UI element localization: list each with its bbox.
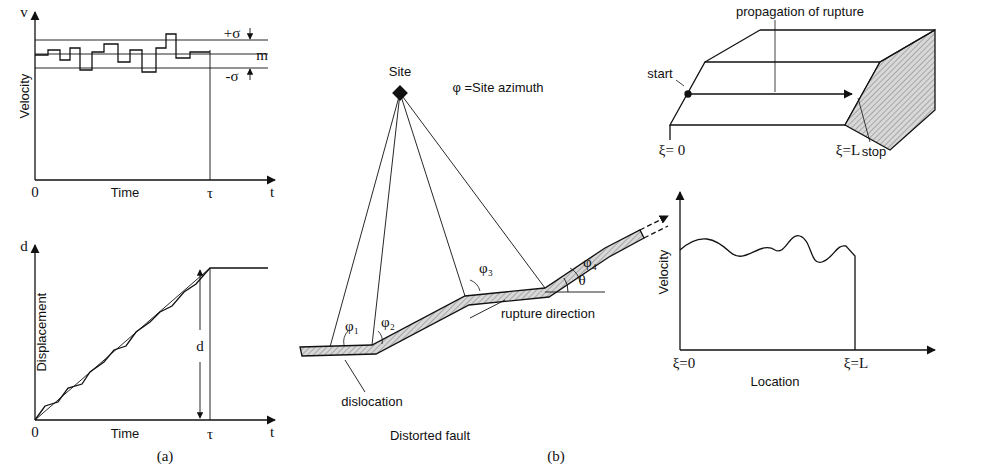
mean-label: m [256, 47, 268, 64]
figure-caption: Distorted fault [390, 429, 470, 443]
axis-label: t [270, 184, 274, 201]
position-label: ξ= 0 [659, 142, 685, 159]
legend-note: φ =Site azimuth [452, 81, 543, 95]
position-label: ξ=0 [673, 355, 696, 372]
site-label: Site [389, 65, 411, 79]
angle-label: θ [578, 272, 585, 289]
callout-text: dislocation [341, 395, 402, 409]
tau-label: τ [207, 426, 213, 443]
axis-label: d [20, 238, 28, 255]
axis-title: Displacement [35, 293, 49, 372]
part-label: (a) [157, 448, 174, 465]
azimuth-label: φ₄ [583, 254, 597, 271]
callout-text: start [647, 67, 672, 81]
azimuth-label: φ₁ [345, 318, 359, 335]
axis-title: Velocity [18, 74, 32, 119]
position-label: ξ=L [844, 355, 868, 372]
axis-title: Time [111, 427, 139, 441]
callout-text: rupture direction [501, 307, 595, 321]
callout-text: stop [862, 145, 887, 159]
axis-label: t [270, 424, 274, 441]
sigma-label: +σ [224, 25, 241, 42]
part-label: (b) [547, 448, 565, 465]
tau-label: τ [207, 185, 213, 202]
callout-text: propagation of rupture [736, 5, 864, 19]
azimuth-label: φ₃ [479, 260, 493, 277]
sigma-label: -σ [225, 68, 238, 85]
origin-label: 0 [31, 184, 39, 201]
azimuth-label: φ₂ [381, 314, 395, 331]
position-label: ξ=L [836, 142, 860, 159]
axis-title: Location [750, 375, 799, 389]
axis-title: Time [111, 186, 139, 200]
axis-label: v [20, 4, 28, 21]
axis-title: Velocity [657, 250, 671, 295]
origin-label: 0 [31, 424, 39, 441]
dimension-label: d [196, 338, 204, 355]
